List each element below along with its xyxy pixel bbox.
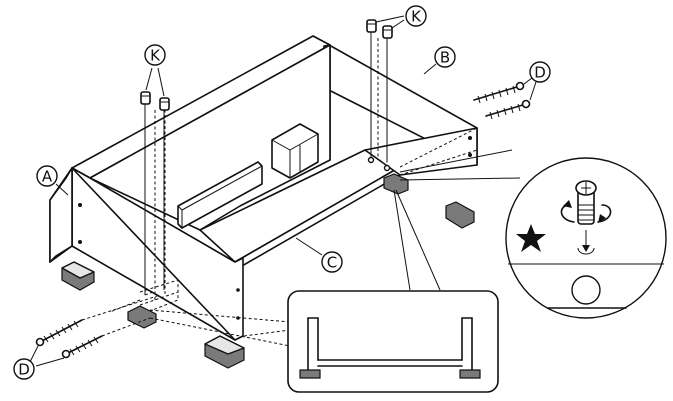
hidden-lines [109, 33, 388, 316]
label-k-right-text: K [411, 8, 422, 26]
label-k-left: K [144, 44, 166, 66]
star-icon [516, 224, 546, 252]
feet [61, 173, 475, 369]
label-d-right: D [529, 61, 551, 83]
inner-components [177, 123, 319, 229]
label-c: C [321, 251, 343, 273]
label-b-text: B [440, 49, 450, 67]
cam-fittings-left [140, 67, 170, 295]
down-arrow-icon [577, 230, 595, 255]
label-a-text: A [42, 168, 53, 186]
label-k-left-text: K [150, 47, 161, 65]
label-d-right-text: D [534, 64, 546, 82]
label-c-text: C [327, 254, 337, 272]
label-b: B [434, 46, 456, 68]
detail-inset-box [287, 290, 499, 393]
label-d-left: D [13, 358, 35, 380]
side-panel-a [49, 167, 244, 341]
label-d-left-text: D [18, 361, 30, 379]
detail-circle [505, 157, 667, 319]
label-k-right: K [405, 5, 427, 27]
screws-left [29, 299, 151, 367]
callout-lines [55, 63, 521, 347]
cam-fittings-right [366, 15, 405, 172]
screws-right [473, 77, 537, 120]
label-a: A [36, 165, 58, 187]
